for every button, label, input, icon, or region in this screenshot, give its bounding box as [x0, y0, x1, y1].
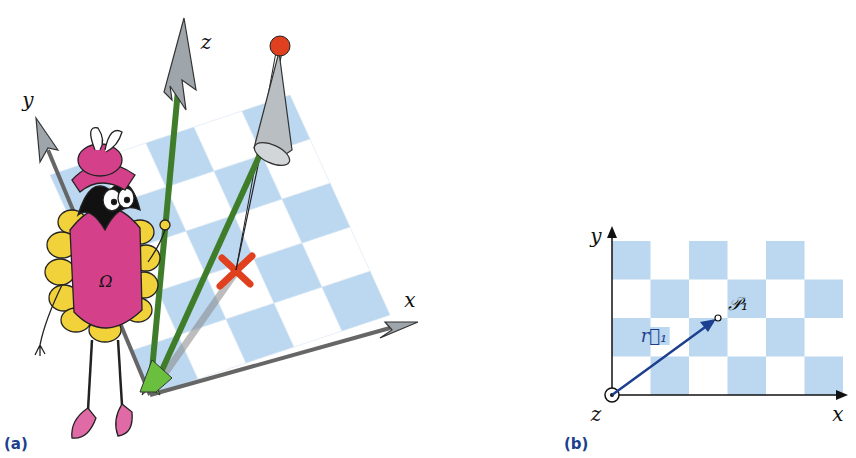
panel-label: (b)	[564, 437, 588, 452]
cross-mark	[220, 256, 252, 286]
axis-label: y	[22, 90, 33, 110]
y-axis-spear	[36, 118, 150, 395]
axis-label: z	[591, 404, 602, 424]
board-cell	[612, 241, 651, 280]
board-cell	[728, 357, 767, 396]
board-cell	[689, 241, 728, 280]
axis-label: z	[201, 32, 212, 52]
board-cell	[651, 280, 690, 319]
board-cell	[805, 280, 844, 319]
axis-label: x	[404, 290, 415, 310]
checkerboard	[612, 241, 843, 395]
board-cell	[805, 357, 844, 396]
axes	[605, 226, 848, 402]
axis-label: x	[832, 404, 843, 424]
position-vector	[612, 315, 721, 395]
point-label: 𝒫₁	[728, 295, 748, 313]
board-cell	[766, 241, 805, 280]
panel-label: (a)	[4, 437, 28, 452]
board-cell	[728, 280, 767, 319]
x-axis-spear	[150, 322, 418, 395]
z-axis-spear	[142, 18, 196, 395]
vector-arrow	[140, 36, 293, 392]
board-cell	[766, 318, 805, 357]
axis-label: y	[590, 226, 601, 246]
cartoon-character	[35, 128, 170, 438]
chest-symbol: Ω	[99, 274, 112, 290]
checkerboard	[50, 95, 390, 395]
vector-label: r⃗₁	[639, 327, 670, 345]
board-cell	[689, 318, 728, 357]
